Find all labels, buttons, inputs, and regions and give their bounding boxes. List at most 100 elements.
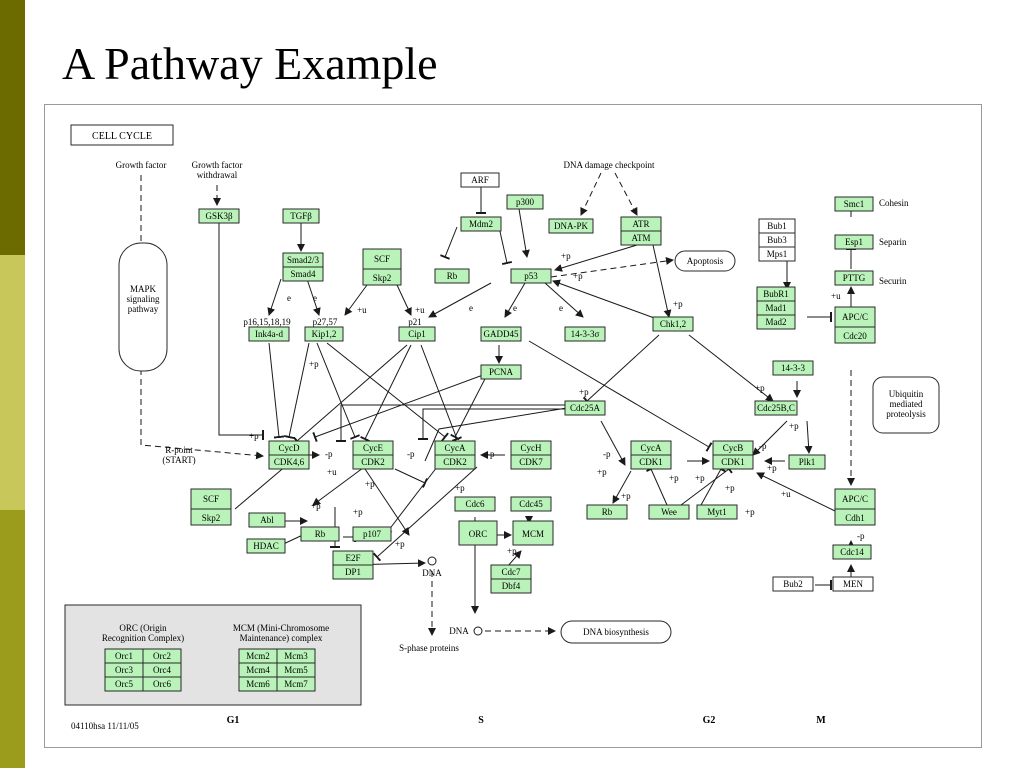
legend-mcm2-label: Mcm2 xyxy=(246,651,270,661)
inh-pcna-cyca xyxy=(450,374,488,441)
gene-mcm-label: MCM xyxy=(522,529,544,539)
edge-p53-apoptosis xyxy=(550,257,674,278)
gene-p300 xyxy=(506,194,544,210)
inh-cdk2-cdc6 xyxy=(394,468,429,488)
gene-kip12 xyxy=(304,326,344,342)
gene-mcm xyxy=(512,520,554,546)
sidebar-mid-block xyxy=(0,510,25,768)
cell-cycle-title: CELL CYCLE xyxy=(92,131,152,142)
diagram-footer-id: 04110hsa 11/11/05 xyxy=(71,721,139,731)
inh-cdk2-e2f xyxy=(372,466,478,562)
gene-cych-label: CycH xyxy=(521,443,542,453)
gene-rb-1-label: Rb xyxy=(447,271,458,281)
ubiquitin-box xyxy=(872,376,940,434)
gene-cdc45-label: Cdc45 xyxy=(519,499,543,509)
inh-kip-cyca xyxy=(326,342,449,442)
edge-damage-dnapk xyxy=(580,172,602,216)
legend-orc6 xyxy=(142,676,182,692)
edge-label-plus-p: +p xyxy=(695,473,705,483)
gene-apcc-2-label: APC/C xyxy=(842,494,868,504)
edge-label-minus-p: -p xyxy=(857,531,865,541)
inh-gsk3b-cycd xyxy=(218,221,264,440)
gene-cip1 xyxy=(398,326,436,342)
phase-g1: G1 xyxy=(227,715,240,726)
gene-p107-label: p107 xyxy=(363,529,382,539)
dna-damage-label: DNA damage checkpoint xyxy=(564,160,655,170)
gene-rb-3 xyxy=(586,504,628,520)
gene-pttg-label: PTTG xyxy=(843,273,866,283)
gene-cdk2-2 xyxy=(434,454,476,470)
gene-cdk1-1-label: CDK1 xyxy=(639,457,663,467)
edge-label-plus-p: +p xyxy=(745,507,755,517)
gene-gsk3b-label: GSK3β xyxy=(205,211,233,221)
gene-skp2-2-label: Skp2 xyxy=(202,513,221,523)
inh-cdc25a-cyca xyxy=(418,408,585,440)
gene-abl xyxy=(248,512,286,528)
legend-mcm4-label: Mcm4 xyxy=(246,665,270,675)
gene-cdc6-label: Cdc6 xyxy=(466,499,485,509)
gene-cdh1-label: Cdh1 xyxy=(845,513,865,523)
inh-wee-cdk1 xyxy=(646,466,668,506)
edge-label-plus-p: +p xyxy=(395,539,405,549)
edge-cdh1-cycb xyxy=(756,472,836,512)
gene-gadd45 xyxy=(480,326,522,342)
edge-cdk2-dna xyxy=(364,468,410,536)
gene-dna-pk xyxy=(548,218,594,234)
gene-cdc20-label: Cdc20 xyxy=(843,331,867,341)
rpoint-label-1: R-point xyxy=(165,445,193,455)
gene-cycd-label: CycD xyxy=(279,443,300,453)
edge-label-plus-p: +p xyxy=(249,431,259,441)
edge-label-plus-u: +u xyxy=(415,305,425,315)
phase-m: M xyxy=(816,715,826,726)
gene-14-3-3-sigma xyxy=(564,326,606,342)
edge-cdc25a-cdk1 xyxy=(600,420,626,466)
edge-label-plus-p: +p xyxy=(455,483,465,493)
gene-hdac-label: HDAC xyxy=(253,541,279,551)
edge-label-plus-p: +p xyxy=(673,299,683,309)
gene-abl-label: Abl xyxy=(260,515,274,525)
edge-chk-p53 xyxy=(552,279,658,320)
gene-orc-label: ORC xyxy=(469,529,488,539)
sidebar-light-block xyxy=(0,255,25,510)
gene-wee-label: Wee xyxy=(661,507,677,517)
pathway-connectors xyxy=(140,172,856,636)
gene-bub3-label: Bub3 xyxy=(767,235,787,245)
legend-mcm7-label: Mcm7 xyxy=(284,679,308,689)
legend-mcm7 xyxy=(276,676,316,692)
edge-cdc25bc-plk1 xyxy=(804,420,813,454)
legend-orc2-label: Orc2 xyxy=(153,651,171,661)
cohesin-label: Cohesin xyxy=(879,198,909,208)
gene-cdc45 xyxy=(510,496,552,512)
edge-label-e: e xyxy=(513,303,517,313)
gene-cyca-2-label: CycA xyxy=(641,443,662,453)
gene-smad23-label: Smad2/3 xyxy=(287,255,320,265)
gene-bub2 xyxy=(772,576,814,592)
gene-myt1-label: Myt1 xyxy=(707,507,727,517)
inh-scf-cdk46 xyxy=(234,460,291,510)
edge-chk-cdc25bc xyxy=(688,334,774,402)
gene-mps1-label: Mps1 xyxy=(767,249,788,259)
gene-cdh1 xyxy=(834,508,876,526)
inh-mdm2-rb xyxy=(439,226,458,260)
legend-orc6-label: Orc6 xyxy=(153,679,171,689)
ubiquitin-label-3: proteolysis xyxy=(886,409,926,419)
legend-mcm5-label: Mcm5 xyxy=(284,665,308,675)
edge-cdk2-rb2 xyxy=(312,464,368,506)
edge-label-plus-p: +p xyxy=(309,359,319,369)
gene-nodes: GSK3β TGFβ Smad2/3 Smad4 SCF Skp2 ARF Md… xyxy=(190,172,876,594)
apoptosis-label: Apoptosis xyxy=(687,256,724,266)
gene-orc xyxy=(458,520,498,546)
rpoint-label-2: (START) xyxy=(162,455,195,465)
ubiquitin-label-1: Ubiquitin xyxy=(889,389,924,399)
gene-atr-label: ATR xyxy=(632,219,649,229)
gene-rb-2 xyxy=(300,526,340,542)
inh-kip-cycd xyxy=(283,342,310,440)
gene-p53 xyxy=(510,268,552,284)
p27-label: p27,57 xyxy=(313,317,338,327)
apoptosis-box xyxy=(674,250,736,272)
gene-smc1-label: Smc1 xyxy=(844,199,865,209)
inh-gadd-cycb xyxy=(528,340,713,452)
edge-label-plus-p: +p xyxy=(597,467,607,477)
inh-mdm2-p53 xyxy=(498,226,513,266)
legend-orc1-label: Orc1 xyxy=(115,651,133,661)
